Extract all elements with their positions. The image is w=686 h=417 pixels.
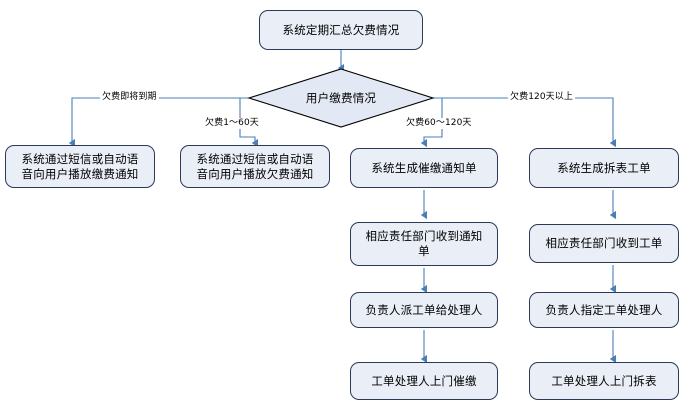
edge-decision-to-branch3 [420, 98, 443, 148]
node-branch2-step1[interactable]: 系统通过短信或自动语 音向用户播放欠费通知 [180, 145, 330, 188]
edge-label-branch-4: 欠费120天以上 [508, 92, 575, 103]
node-branch3-step4-label: 工单处理人上门催缴 [371, 373, 477, 388]
edge-label-branch-1: 欠费即将到期 [100, 92, 159, 103]
node-branch3-step4[interactable]: 工单处理人上门催缴 [350, 362, 498, 400]
node-branch2-step1-label: 系统通过短信或自动语 音向用户播放欠费通知 [196, 151, 314, 181]
node-branch3-step2-label: 相应责任部门收到通知 单 [365, 229, 483, 258]
node-start[interactable]: 系统定期汇总欠费情况 [259, 10, 423, 50]
node-start-label: 系统定期汇总欠费情况 [282, 22, 400, 37]
decision-diamond-shape [247, 68, 435, 128]
edge-decision-to-branch1 [68, 97, 249, 148]
node-branch3-step3-label: 负责人派工单给处理人 [365, 302, 483, 317]
edge-decision-to-branch4 [433, 97, 617, 148]
node-branch4-step1-label: 系统生成拆表工单 [557, 160, 651, 175]
edge-decision-to-branch2 [239, 98, 259, 148]
node-branch4-step4-label: 工单处理人上门拆表 [551, 373, 657, 388]
node-branch4-step3-label: 负责人指定工单处理人 [545, 302, 663, 317]
node-branch1-step1-label: 系统通过短信或自动语 音向用户播放缴费通知 [21, 151, 139, 181]
node-branch3-step1-label: 系统生成催缴通知单 [371, 160, 477, 175]
node-branch4-step3[interactable]: 负责人指定工单处理人 [529, 292, 679, 328]
node-branch4-step2-label: 相应责任部门收到工单 [545, 236, 663, 250]
node-branch4-step2[interactable]: 相应责任部门收到工单 [529, 224, 679, 263]
node-branch4-step1[interactable]: 系统生成拆表工单 [529, 148, 679, 188]
edge-label-branch-2: 欠费1～60天 [203, 118, 261, 129]
node-branch3-step1[interactable]: 系统生成催缴通知单 [350, 148, 498, 188]
node-branch4-step4[interactable]: 工单处理人上门拆表 [529, 362, 679, 400]
edge-label-branch-3: 欠费60～120天 [404, 118, 474, 129]
node-branch1-step1[interactable]: 系统通过短信或自动语 音向用户播放缴费通知 [5, 145, 155, 188]
node-branch3-step2[interactable]: 相应责任部门收到通知 单 [350, 222, 498, 266]
node-branch3-step3[interactable]: 负责人派工单给处理人 [350, 292, 498, 328]
